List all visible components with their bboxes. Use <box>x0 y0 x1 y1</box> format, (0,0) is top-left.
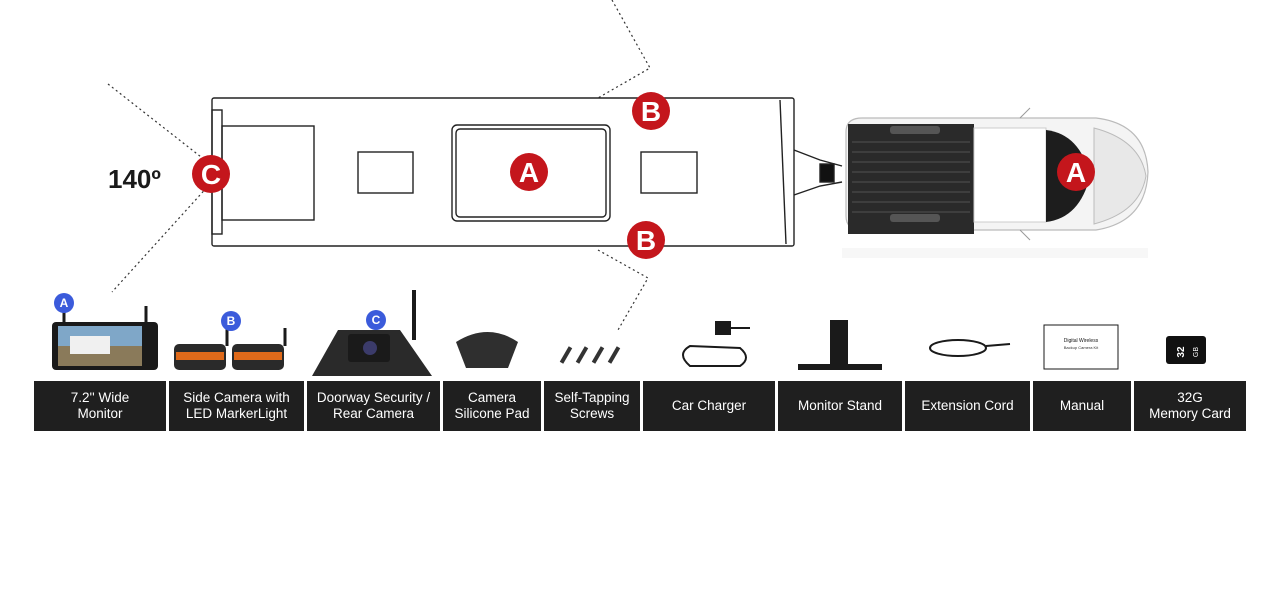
trailer-roof-vent-right <box>640 151 698 194</box>
view-angle-label: 140º <box>108 164 161 194</box>
screws-image <box>559 346 621 364</box>
product-badge-side-camera: B <box>221 311 241 331</box>
marker-side-camera-bottom-label: B <box>636 225 656 256</box>
truck-bed-handle-top <box>890 126 940 134</box>
trailer-outline <box>211 97 795 247</box>
manual-title-line-1: Digital Wireless <box>1064 338 1099 344</box>
product-badge-monitor-label: A <box>60 296 69 310</box>
memory-card-unit: GB <box>1193 347 1200 357</box>
marker-truck-monitor: A <box>1057 153 1095 191</box>
truck-bed-ribs <box>852 141 970 213</box>
trailer-skylight-inner <box>455 128 607 218</box>
product-label-screws: Self-Tapping Screws <box>544 381 640 431</box>
rear-view-line-top <box>107 83 211 165</box>
manual-image: Digital Wireless Backup Camera Kit <box>1043 324 1119 370</box>
truck-mirror-bottom <box>1019 229 1031 241</box>
marker-truck-monitor-label: A <box>1066 157 1086 188</box>
memory-card-image: 32 GB <box>1166 336 1206 364</box>
marker-rear-camera-label: C <box>201 159 221 190</box>
product-label-manual: Manual <box>1033 381 1131 431</box>
truck-cab-roof <box>973 127 1047 223</box>
trailer-rear-panel <box>221 125 315 221</box>
hitch-top <box>793 149 843 167</box>
marker-side-camera-bottom: B <box>627 221 665 259</box>
side-camera-image <box>174 328 287 370</box>
product-badges: A B C <box>54 293 386 331</box>
doorway-camera-image <box>312 290 432 376</box>
trailer-skylight <box>451 124 611 222</box>
marker-trailer-monitor-label: A <box>519 157 539 188</box>
car-charger-image <box>682 321 750 367</box>
truck <box>842 107 1149 258</box>
product-badge-doorway-camera: C <box>366 310 386 330</box>
marker-side-camera-top-label: B <box>641 96 661 127</box>
view-lines <box>107 0 651 331</box>
product-label-memory-card: 32G Memory Card <box>1134 381 1246 431</box>
truck-bed-handle-bottom <box>890 214 940 222</box>
product-badge-monitor: A <box>54 293 74 313</box>
rear-view-line-bottom <box>111 183 211 293</box>
product-badge-side-camera-label: B <box>227 314 236 328</box>
trailer <box>211 97 843 247</box>
memory-card-capacity: 32 <box>1176 346 1187 358</box>
product-label-doorway-camera: Doorway Security / Rear Camera <box>307 381 440 431</box>
product-label-silicone-pad: Camera Silicone Pad <box>443 381 541 431</box>
manual-title-line-2: Backup Camera Kit <box>1064 345 1099 350</box>
truck-shadow <box>842 248 1148 258</box>
trailer-roof-vent-left <box>357 151 414 194</box>
truck-hood <box>1093 127 1147 225</box>
monitor-stand-image <box>798 320 882 370</box>
product-label-monitor-stand: Monitor Stand <box>778 381 902 431</box>
product-badge-doorway-camera-label: C <box>372 313 381 327</box>
product-label-extension-cord: Extension Cord <box>905 381 1030 431</box>
trailer-front-edge <box>779 99 787 245</box>
marker-rear-camera: C <box>192 155 230 193</box>
hitch-bottom <box>793 181 843 196</box>
silicone-pad-image <box>456 332 518 368</box>
markers: C A B B A <box>192 92 1095 259</box>
side-view-line-bottom <box>597 249 649 331</box>
monitor-image <box>52 306 158 370</box>
product-images: Digital Wireless Backup Camera Kit 32 GB <box>52 290 1206 376</box>
product-label-car-charger: Car Charger <box>643 381 775 431</box>
side-view-line-top <box>597 0 651 99</box>
marker-side-camera-top: B <box>632 92 670 130</box>
marker-trailer-monitor: A <box>510 153 548 191</box>
product-label-monitor: 7.2'' Wide Monitor <box>34 381 166 431</box>
extension-cord-image <box>929 339 1011 357</box>
hitch-coupler <box>819 163 835 183</box>
product-label-side-camera: Side Camera with LED MarkerLight <box>169 381 304 431</box>
truck-mirror-top <box>1019 107 1031 119</box>
